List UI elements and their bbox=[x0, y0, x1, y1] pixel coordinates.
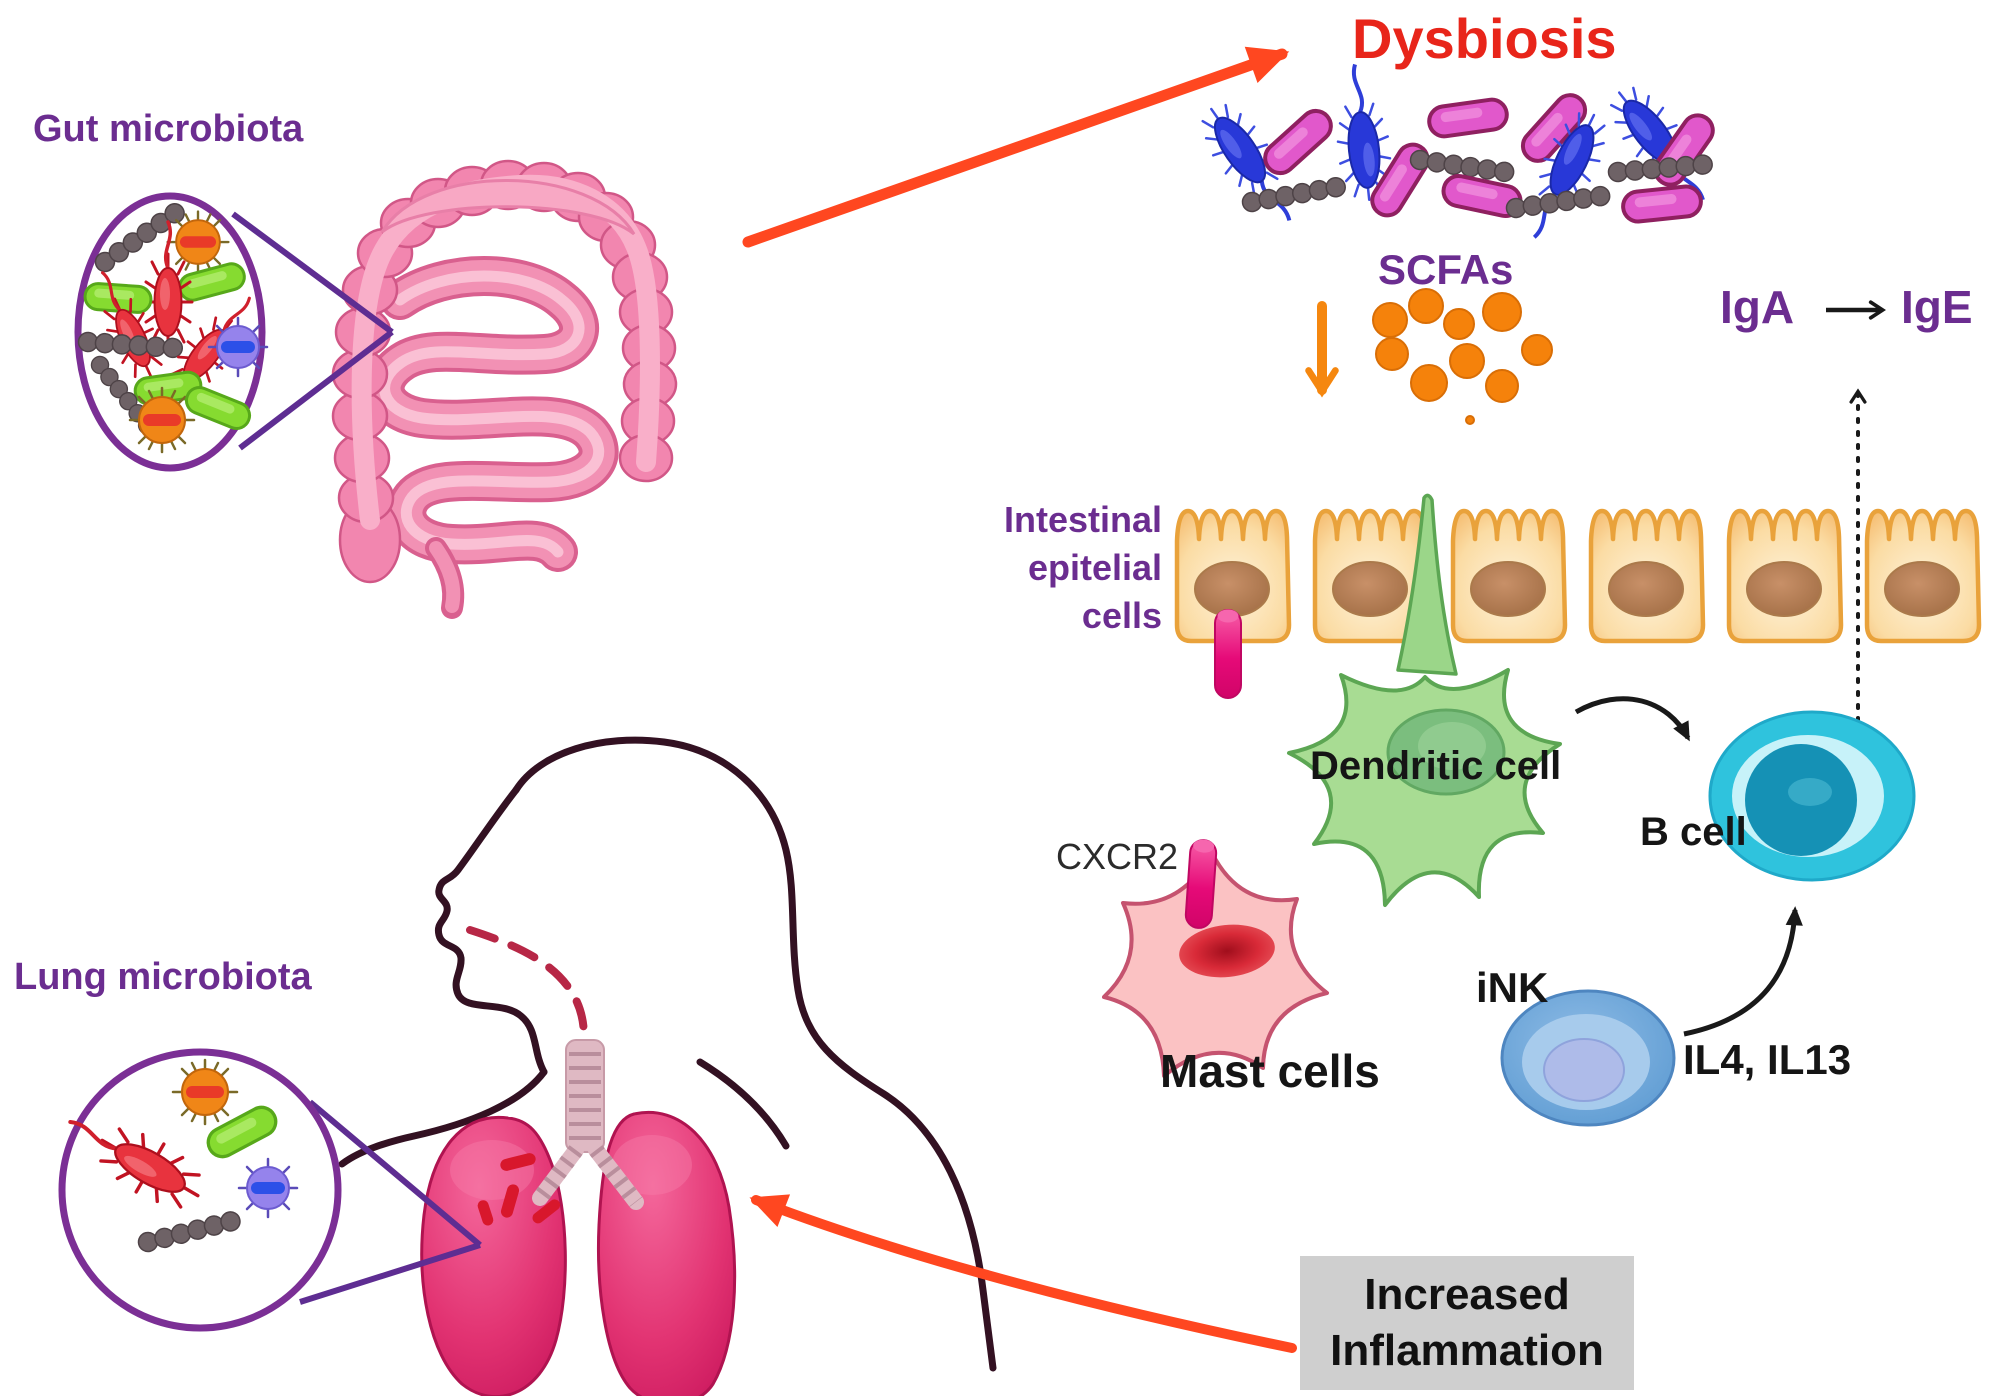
scfa-dots bbox=[1372, 288, 1553, 425]
scfas-label: SCFAs bbox=[1378, 246, 1514, 293]
airway-dashed-line bbox=[466, 926, 589, 1050]
increased-inflammation-line1: Increased bbox=[1364, 1270, 1570, 1319]
gut-microbiota-label: Gut microbiota bbox=[33, 108, 304, 150]
mast-cell-illustration bbox=[1102, 851, 1329, 1078]
il4-il13-label: IL4, IL13 bbox=[1683, 1036, 1852, 1083]
ink-cell-illustration bbox=[1500, 989, 1676, 1127]
intestinal-epithelial-line1: Intestinal bbox=[1003, 499, 1162, 540]
dc-to-bcell-arrow bbox=[1574, 696, 1691, 742]
trachea bbox=[532, 1039, 644, 1210]
dendritic-cell-illustration bbox=[1287, 493, 1562, 907]
epithelial-receptor-rod bbox=[1214, 608, 1242, 699]
lung-microbiota-label: Lung microbiota bbox=[14, 956, 312, 998]
dendritic-cell-label: Dendritic cell bbox=[1310, 744, 1562, 788]
gut-microbiota-magnifier bbox=[74, 192, 394, 472]
lungs-illustration bbox=[420, 1039, 737, 1396]
b-cell-illustration bbox=[1708, 710, 1916, 882]
intestinal-epithelial-line3: cells bbox=[1081, 595, 1162, 636]
ige-label: IgE bbox=[1901, 281, 1973, 333]
mast-cells-label: Mast cells bbox=[1160, 1045, 1380, 1097]
ink-to-bcell-arrow bbox=[1683, 906, 1803, 1037]
increased-inflammation-line2: Inflammation bbox=[1330, 1326, 1604, 1375]
intestine-illustration bbox=[331, 159, 678, 619]
lung-microbiota-magnifier bbox=[57, 1048, 482, 1332]
iga-label: IgA bbox=[1720, 281, 1795, 333]
increased-inflammation-box: Increased Inflammation bbox=[1300, 1256, 1634, 1390]
cxcr2-label: CXCR2 bbox=[1056, 836, 1179, 877]
intestinal-epithelial-line2: epitelial bbox=[1027, 547, 1162, 588]
dysbiosis-label: Dysbiosis bbox=[1352, 7, 1617, 70]
ink-label: iNK bbox=[1476, 964, 1549, 1011]
intestinal-epithelial-label: Intestinal epitelial cells bbox=[1004, 496, 1162, 640]
b-cell-label: B cell bbox=[1640, 810, 1747, 854]
human-silhouette bbox=[338, 736, 997, 1372]
dysbiosis-bacteria-row bbox=[1188, 59, 1725, 248]
cxcr2-receptor-rod bbox=[1183, 837, 1219, 930]
lung-bacteria-marks bbox=[477, 1153, 561, 1226]
inflammation-to-lung-arrow bbox=[749, 1194, 1297, 1353]
gut-to-dysbiosis-arrow bbox=[742, 46, 1290, 248]
